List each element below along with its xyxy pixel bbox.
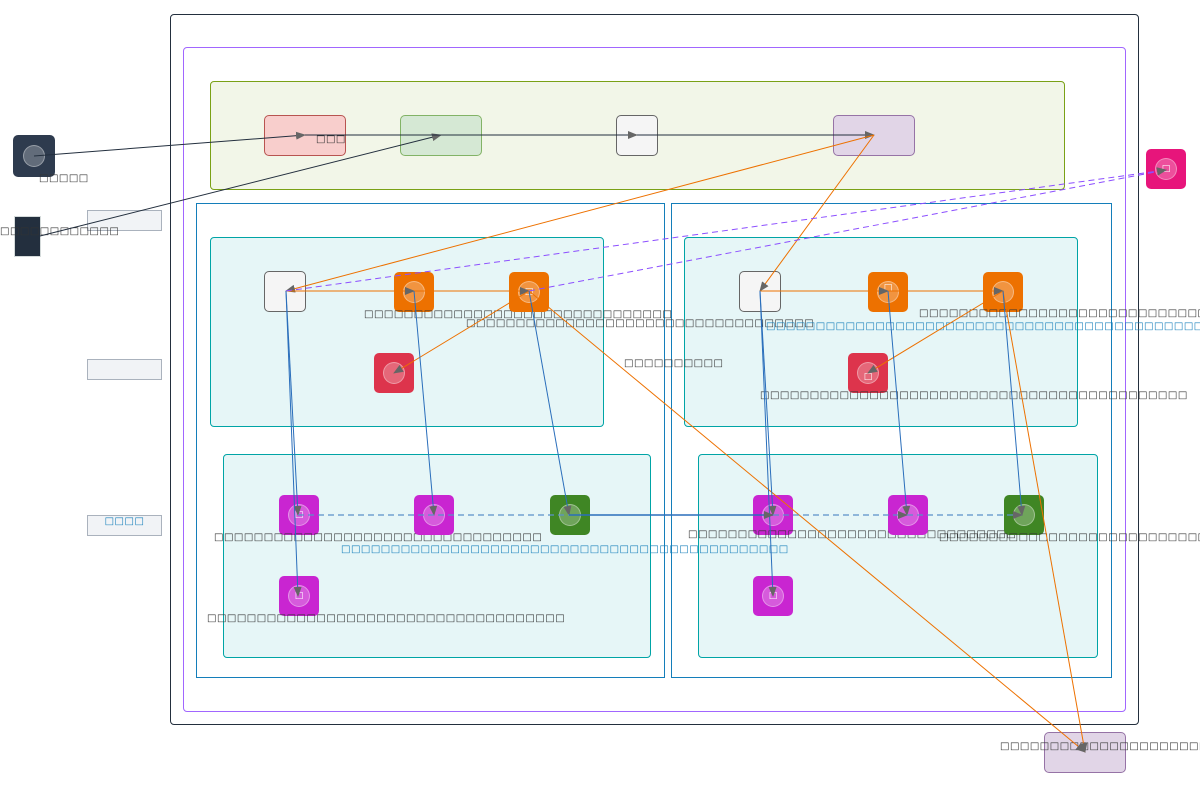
monitoring-icon: □	[1155, 158, 1177, 180]
app-icon	[423, 504, 445, 526]
legend-item-2	[87, 359, 162, 380]
storage-icon	[1013, 504, 1035, 526]
security-b-label: □□□□□□□□□□□□□□□□□□□□□□□□□□□□□□□□□□□□□□□□…	[760, 390, 1188, 401]
security-b-node[interactable]: □	[848, 353, 888, 393]
left-lower-link-label: □□□□□□□□□□□□□□□□□□□□□□□□□□□□□□□□□□□□□□□□…	[341, 544, 789, 555]
app-a3-node[interactable]: □	[279, 576, 319, 616]
compute-icon	[992, 281, 1014, 303]
right-upper-link-label: □□□□□□□□□□□□□□□□□□□□□□□□□□□□□□□□□□□□□□□□…	[766, 321, 1200, 332]
subnet-left-upper	[210, 237, 604, 427]
storage-a-node[interactable]	[550, 495, 590, 535]
users-label: □□□□□	[39, 173, 89, 184]
compute-a2-node[interactable]: □	[509, 272, 549, 312]
security-icon	[383, 362, 405, 384]
waf-label: □□□	[316, 134, 346, 145]
storage-b-label: □□□□□□□□□□□□□□□□□□□□□□□□□□□□□□□□□	[939, 532, 1200, 543]
app-icon: □	[288, 585, 310, 607]
node-glyph: □	[863, 372, 873, 382]
security-icon: □	[857, 362, 879, 384]
users-node[interactable]	[13, 135, 55, 177]
app-icon	[897, 504, 919, 526]
subnet-right-lower	[698, 454, 1098, 658]
node-glyph: □	[768, 591, 778, 601]
app-icon: □	[288, 504, 310, 526]
app-a1-label: □□□□□□□□□□□□□□□□□□□□□□□□□□□□□□□□□	[214, 532, 543, 543]
gateway-node[interactable]	[616, 115, 658, 156]
subnet-left-lower	[223, 454, 651, 658]
compute-b2-node[interactable]	[983, 272, 1023, 312]
external-store-label: □□□□□□□□□□□□□□□□□□□□□□□□□□□□□□□□□□□	[1000, 741, 1200, 752]
node-glyph: □	[524, 287, 534, 297]
cross-az-label: □□□□□□□□□□	[624, 358, 724, 369]
monitoring-node[interactable]: □	[1146, 149, 1186, 189]
app-a1-node[interactable]: □	[279, 495, 319, 535]
legend-label: □□□□	[104, 516, 145, 527]
users-icon	[23, 145, 45, 167]
load-balancer-node[interactable]	[400, 115, 482, 156]
compute-icon: □	[877, 281, 899, 303]
compute-icon: □	[518, 281, 540, 303]
compute-b2-label: □□□□□□□□□□□□□□□□□□□□□□□□□□□□□□□□□	[919, 308, 1200, 319]
node-glyph: □	[294, 591, 304, 601]
app-icon	[762, 504, 784, 526]
node-glyph: □	[883, 283, 893, 293]
compute-a1-node[interactable]	[394, 272, 434, 312]
app-b2-node[interactable]	[888, 495, 928, 535]
app-a2-node[interactable]	[414, 495, 454, 535]
app-icon: □	[762, 585, 784, 607]
node-glyph: □	[294, 510, 304, 520]
client-device-icon[interactable]	[14, 216, 41, 257]
app-b3-node[interactable]: □	[753, 576, 793, 616]
app-a3-label: □□□□□□□□□□□□□□□□□□□□□□□□□□□□□□□□□□□□	[207, 613, 566, 624]
storage-icon	[559, 504, 581, 526]
router-left-node[interactable]	[264, 271, 306, 312]
security-a-node[interactable]	[374, 353, 414, 393]
waf-node[interactable]: □□□	[264, 115, 346, 156]
monitoring-glyph: □	[1161, 164, 1171, 174]
client-device-label: □□□□□□□□□□□□	[0, 226, 120, 237]
compute-b1-node[interactable]: □	[868, 272, 908, 312]
legend-item-3: □□□□	[87, 515, 162, 536]
router-node[interactable]	[833, 115, 915, 156]
compute-a2-label: □□□□□□□□□□□□□□□□□□□□□□□□□□□□□□□□□□□	[466, 318, 815, 329]
storage-b-node[interactable]	[1004, 495, 1044, 535]
compute-icon	[403, 281, 425, 303]
router-right-node[interactable]	[739, 271, 781, 312]
